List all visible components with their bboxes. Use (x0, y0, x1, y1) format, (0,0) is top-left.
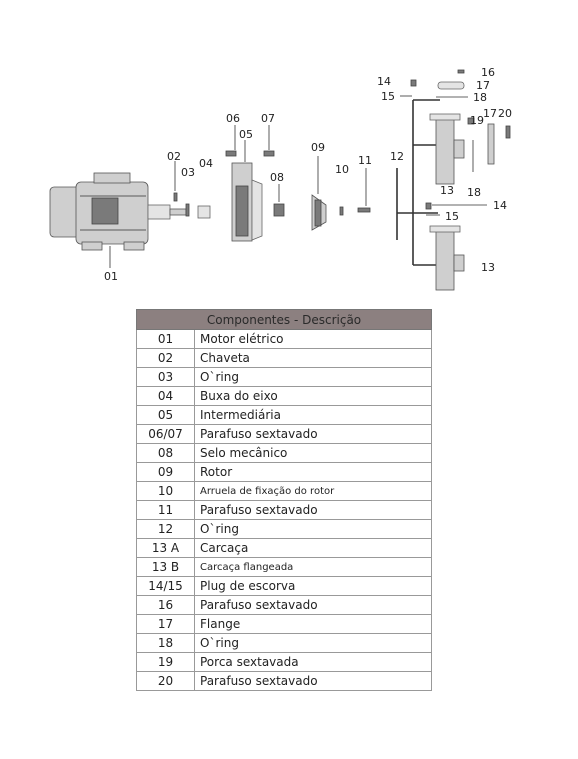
component-code: 08 (136, 443, 195, 463)
component-description: Carcaça flangeada (194, 557, 432, 577)
component-description: Chaveta (194, 348, 432, 368)
callout: 14 (493, 199, 507, 212)
component-code: 20 (136, 671, 195, 691)
component-description: Parafuso sextavado (194, 671, 432, 691)
component-description: Intermediária (194, 405, 432, 425)
callout: 17 (483, 107, 497, 120)
callout: 09 (311, 141, 325, 154)
component-description: Parafuso sextavado (194, 595, 432, 615)
component-code: 14/15 (136, 576, 195, 596)
component-code: 13 B (136, 557, 195, 577)
callout: 19 (470, 114, 484, 127)
component-description: O`ring (194, 519, 432, 539)
component-description: Motor elétrico (194, 329, 432, 349)
component-description: Buxa do eixo (194, 386, 432, 406)
motor-drawing (49, 172, 187, 268)
callout: 18 (473, 91, 487, 104)
component-code: 10 (136, 481, 195, 501)
callout: 04 (199, 157, 213, 170)
impeller-drawing (311, 156, 371, 231)
component-description: Rotor (194, 462, 432, 482)
callout: 06 (226, 112, 240, 125)
exploded-pump-diagram: 01 02 03 04 05 06 07 08 09 10 11 12 13 1… (49, 66, 512, 291)
component-code: 11 (136, 500, 195, 520)
component-description: Flange (194, 614, 432, 634)
callout: 10 (335, 163, 349, 176)
callout: 11 (358, 154, 372, 167)
component-description: Parafuso sextavado (194, 500, 432, 520)
callout: 01 (104, 270, 118, 283)
callout: 13 (440, 184, 454, 197)
adapter-drawing (225, 125, 285, 242)
small-parts-02-04-drawing (173, 161, 211, 219)
table-header-row: Componentes - Descrição (136, 309, 432, 330)
component-description: O`ring (194, 633, 432, 653)
callout: 15 (445, 210, 459, 223)
table-header: Componentes - Descrição (136, 309, 432, 330)
component-code: 18 (136, 633, 195, 653)
callout: 05 (239, 128, 253, 141)
callout: 07 (261, 112, 275, 125)
callout: 15 (381, 90, 395, 103)
component-code: 16 (136, 595, 195, 615)
component-description: Arruela de fixação do rotor (194, 481, 432, 501)
callout: 20 (498, 107, 512, 120)
component-description: Parafuso sextavado (194, 424, 432, 444)
callout: 12 (390, 150, 404, 163)
component-code: 19 (136, 652, 195, 672)
component-code: 12 (136, 519, 195, 539)
callout: 13 (481, 261, 495, 274)
component-description: Plug de escorva (194, 576, 432, 596)
component-code: 03 (136, 367, 195, 387)
component-code: 01 (136, 329, 195, 349)
callout: 16 (481, 66, 495, 79)
component-description: Selo mecânico (194, 443, 432, 463)
callout: 17 (476, 79, 490, 92)
component-description: O`ring (194, 367, 432, 387)
component-code: 13 A (136, 538, 195, 558)
component-code: 02 (136, 348, 195, 368)
component-code: 06/07 (136, 424, 195, 444)
component-description: Carcaça (194, 538, 432, 558)
component-description: Porca sextavada (194, 652, 432, 672)
component-code: 04 (136, 386, 195, 406)
callout: 03 (181, 166, 195, 179)
component-code: 09 (136, 462, 195, 482)
casing-assembly-drawing (396, 69, 511, 291)
component-code: 17 (136, 614, 195, 634)
callout: 02 (167, 150, 181, 163)
callout: 08 (270, 171, 284, 184)
callout: 14 (377, 75, 391, 88)
callout: 18 (467, 186, 481, 199)
component-code: 05 (136, 405, 195, 425)
